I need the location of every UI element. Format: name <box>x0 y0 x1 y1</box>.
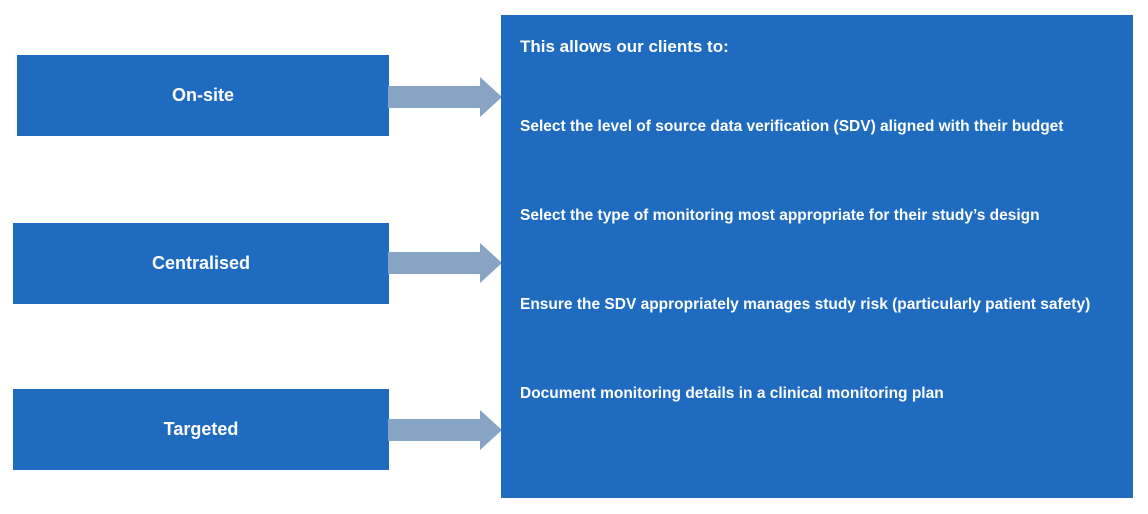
arrow-right-icon <box>388 243 502 283</box>
arrow-right-icon <box>388 77 502 117</box>
benefit-item: Select the type of monitoring most appro… <box>520 207 1040 224</box>
method-box-label: Centralised <box>151 253 251 273</box>
benefit-item: Select the level of source data verifica… <box>520 118 1064 135</box>
benefits-panel-title: This allows our clients to: <box>520 37 729 56</box>
method-box-label: On-site <box>171 85 234 105</box>
method-box-centralised: Centralised <box>13 223 389 304</box>
arrow-right-icon <box>388 410 502 450</box>
benefit-item: Ensure the SDV appropriately manages stu… <box>520 296 1091 313</box>
method-box-label: Targeted <box>163 419 239 439</box>
benefits-panel: This allows our clients to: Select the l… <box>501 15 1133 498</box>
method-box-on-site: On-site <box>17 55 389 136</box>
method-box-targeted: Targeted <box>13 389 389 470</box>
benefit-item: Document monitoring details in a clinica… <box>520 385 944 402</box>
